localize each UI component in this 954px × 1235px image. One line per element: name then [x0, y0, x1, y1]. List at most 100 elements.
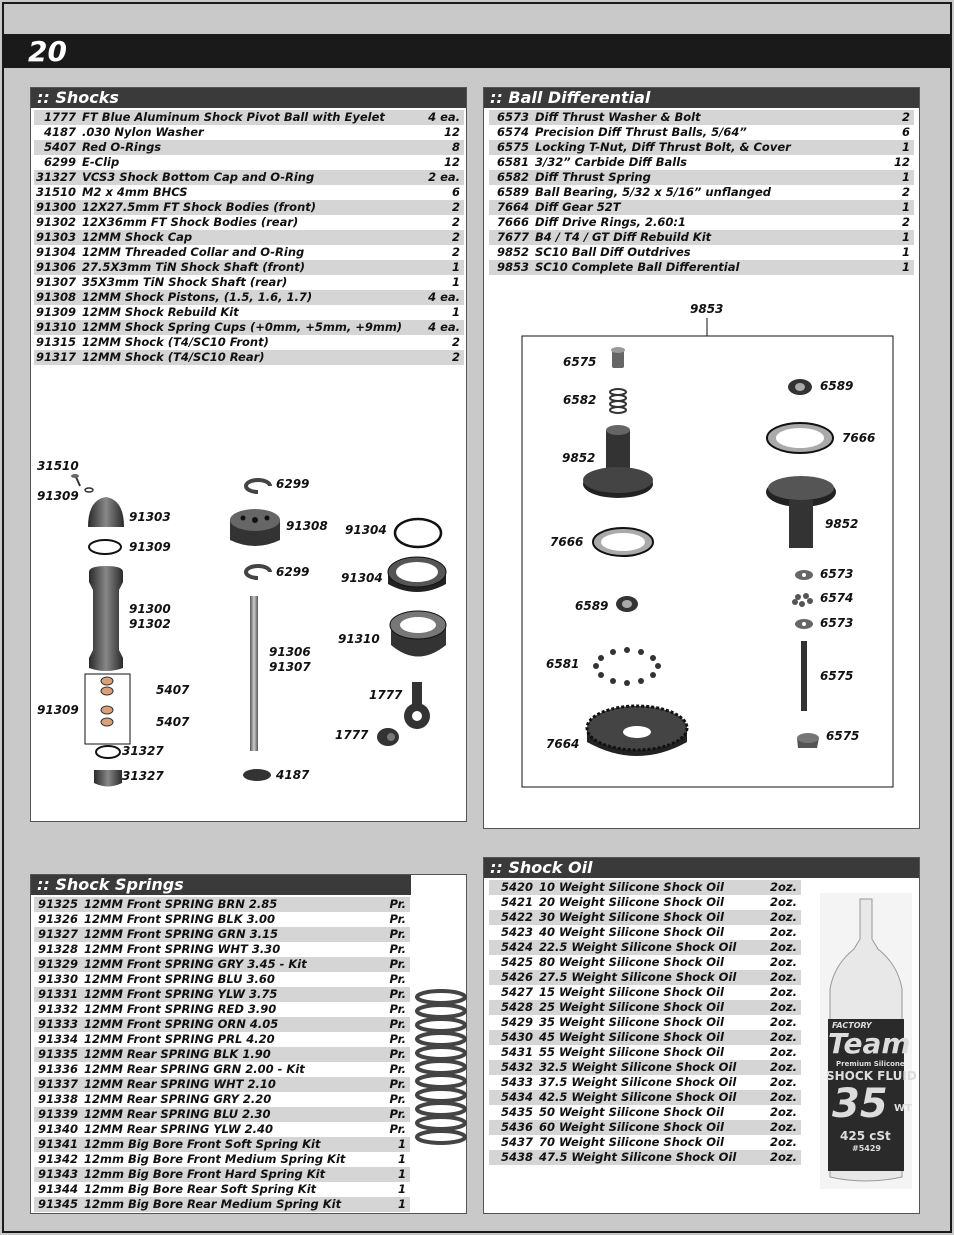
cell-qty: Pr.: [389, 1062, 406, 1076]
cell-qty: 12: [893, 155, 910, 169]
cell-num: 31327: [35, 170, 76, 184]
cell-num: 91335: [37, 1047, 78, 1061]
cell-qty: Pr.: [389, 897, 406, 911]
outdrive-9852-a: [583, 425, 653, 498]
cell-desc: .030 Nylon Washer: [82, 125, 204, 139]
label-5407-b: 5407: [156, 715, 190, 729]
cell-qty: 1: [901, 140, 910, 154]
diff-gear-7664: [585, 704, 689, 756]
cell-num: 91341: [37, 1137, 78, 1151]
cell-desc: Precision Diff Thrust Balls, 5/64”: [535, 125, 747, 139]
cell-qty: 1: [451, 275, 460, 289]
cell-num: 6582: [496, 170, 529, 184]
cell-num: 91329: [37, 957, 78, 971]
cell-num: 6299: [43, 155, 76, 169]
cell-qty: Pr.: [389, 942, 406, 956]
cell-num: 91342: [37, 1152, 78, 1166]
cell-num: 5434: [500, 1090, 533, 1104]
cell-num: 5429: [500, 1015, 533, 1029]
cell-desc: 42.5 Weight Silicone Shock Oil: [539, 1090, 737, 1104]
cell-num: 91303: [35, 230, 76, 244]
cell-num: 5431: [500, 1045, 533, 1059]
cell-num: 5422: [500, 910, 533, 924]
bottle-line2: SHOCK FLUID: [826, 1069, 917, 1083]
cell-qty: Pr.: [389, 957, 406, 971]
cell-qty: 2oz.: [770, 925, 797, 939]
cell-desc: 12MM Front SPRING BRN 2.85: [84, 897, 278, 911]
cell-qty: 2: [451, 245, 460, 259]
cell-desc: 3/32” Carbide Diff Balls: [535, 155, 688, 169]
cell-num: 91302: [35, 215, 76, 229]
cell-qty: Pr.: [389, 1122, 406, 1136]
spring-6582: [609, 388, 627, 414]
label-4187: 4187: [276, 768, 310, 782]
cell-desc: 12X27.5mm FT Shock Bodies (front): [82, 200, 317, 214]
cell-desc: 20 Weight Silicone Shock Oil: [539, 895, 724, 909]
cell-num: 91309: [35, 305, 76, 319]
label-6574: 6574: [820, 591, 854, 605]
label-91309-a: 91309: [37, 489, 79, 503]
cell-num: 5433: [500, 1075, 533, 1089]
cell-qty: 4 ea.: [428, 290, 460, 304]
cell-qty: 12: [443, 155, 460, 169]
piston-91308: [230, 509, 280, 546]
cell-qty: Pr.: [389, 987, 406, 1001]
cell-desc: 12mm Big Bore Rear Soft Spring Kit: [84, 1182, 317, 1196]
cell-desc: 12MM Front SPRING WHT 3.30: [84, 942, 281, 956]
o-ring-91304: [393, 517, 443, 549]
e-clip-6299-a: [244, 478, 272, 494]
cell-num: 5435: [500, 1105, 533, 1119]
cell-qty: 2oz.: [770, 1135, 797, 1149]
cell-qty: Pr.: [389, 1017, 406, 1031]
cell-qty: Pr.: [389, 927, 406, 941]
label-6575-c: 6575: [826, 729, 860, 743]
cell-desc: 60 Weight Silicone Shock Oil: [539, 1120, 724, 1134]
thrust-washer-6573-b: [795, 619, 813, 629]
cell-desc: 27.5 Weight Silicone Shock Oil: [539, 970, 737, 984]
label-6573-a: 6573: [820, 567, 854, 581]
cell-num: 5430: [500, 1030, 533, 1044]
label-6299-a: 6299: [276, 477, 310, 491]
bearing-6589-b: [788, 379, 812, 395]
cell-desc: 12mm Big Bore Rear Medium Spring Kit: [84, 1197, 342, 1211]
cell-desc: 12MM Shock Pistons, (1.5, 1.6, 1.7): [82, 290, 313, 304]
label-31327-b: 31327: [122, 769, 164, 783]
spring-illustration: [415, 989, 467, 1145]
cell-desc: 12MM Rear SPRING GRY 2.20: [84, 1092, 272, 1106]
shock-shaft-91306: [250, 596, 258, 751]
label-91300: 91300: [129, 602, 171, 616]
cell-num: 91337: [37, 1077, 78, 1091]
cell-qty: 2oz.: [770, 1030, 797, 1044]
cell-qty: 2 ea.: [428, 170, 460, 184]
label-9853: 9853: [690, 302, 724, 316]
cell-qty: 2: [451, 200, 460, 214]
cell-num: 91331: [37, 987, 78, 1001]
cell-desc: 12MM Front SPRING GRY 3.45 - Kit: [84, 957, 307, 971]
label-91304-a: 91304: [345, 523, 387, 537]
cell-num: 5426: [500, 970, 533, 984]
label-91309-b: 91309: [129, 540, 171, 554]
